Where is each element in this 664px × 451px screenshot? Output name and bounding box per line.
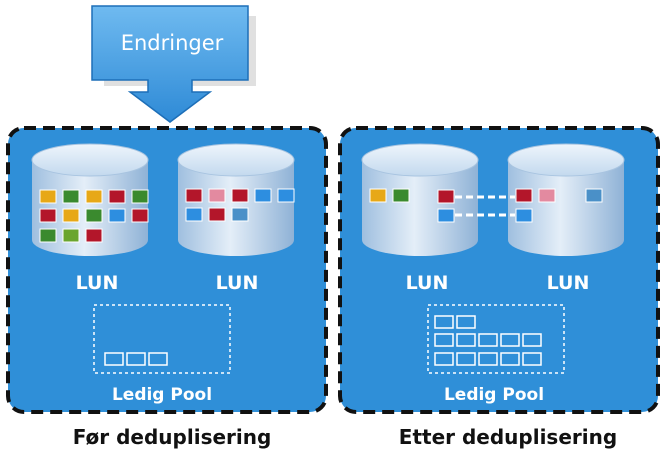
lun-cylinder-1	[31, 143, 149, 256]
data-blocks-lun-2	[185, 188, 295, 222]
free-blocks-before	[104, 352, 168, 366]
lun-cylinder-3	[361, 143, 479, 256]
caption-after: Etter deduplisering	[398, 425, 618, 449]
free-pool-label-after: Ledig Pool	[443, 385, 545, 405]
free-pool-label-before: Ledig Pool	[111, 385, 213, 405]
caption-before: Før deduplisering	[72, 425, 272, 449]
dedup-links	[455, 195, 515, 217]
data-blocks-lun-3	[369, 188, 455, 223]
data-blocks-lun-4	[515, 188, 603, 223]
free-blocks-after	[434, 315, 542, 366]
free-pool-after	[427, 304, 565, 374]
lun-label-3: LUN	[405, 272, 449, 294]
lun-cylinder-4	[507, 143, 625, 256]
data-blocks-lun-1	[39, 189, 149, 243]
changes-callout	[91, 5, 249, 123]
free-pool-before	[93, 304, 231, 374]
lun-label-2: LUN	[215, 272, 259, 294]
lun-label-4: LUN	[546, 272, 590, 294]
lun-label-1: LUN	[75, 272, 119, 294]
changes-label: Endringer	[120, 31, 224, 55]
